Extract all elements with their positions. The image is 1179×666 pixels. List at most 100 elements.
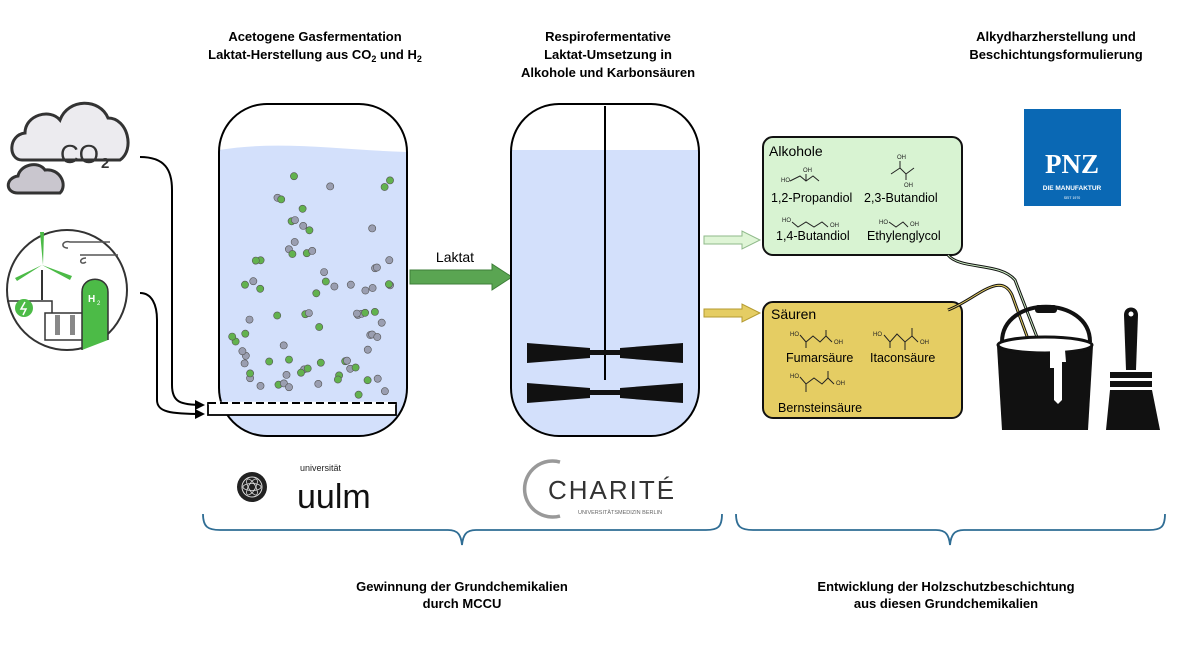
title-line: Laktat-Umsetzung in	[544, 47, 672, 62]
cell-dot	[380, 387, 389, 396]
cell-dots	[228, 172, 394, 399]
cell-dot	[326, 182, 335, 191]
oh-label: OH	[803, 168, 812, 174]
cell-dot	[277, 195, 286, 204]
ho-label: HO	[782, 218, 791, 224]
laktat-label: Laktat	[436, 249, 474, 265]
title-line: Alkydharzherstellung und	[976, 29, 1136, 44]
svg-text:UNIVERSITÄTSMEDIZIN BERLIN: UNIVERSITÄTSMEDIZIN BERLIN	[578, 509, 662, 516]
oh-label: OH	[904, 183, 913, 189]
pnz-logo: PNZ DIE MANUFAKTUR SEIT 1970	[1024, 109, 1121, 206]
h2-feed-line	[139, 292, 205, 419]
cell-dot	[282, 370, 291, 379]
cell-dot	[285, 383, 293, 392]
cell-dot	[314, 379, 323, 388]
cell-dot	[315, 323, 324, 331]
svg-text:SEIT 1970: SEIT 1970	[1064, 196, 1081, 200]
cell-dot	[279, 341, 288, 350]
alcohol-item: 1,4-Butandiol	[776, 229, 850, 243]
cell-dot	[251, 256, 260, 265]
cell-dot	[290, 172, 298, 181]
cell-dot	[380, 183, 389, 191]
co2-feed-line	[139, 156, 205, 410]
left-brace	[202, 513, 723, 546]
svg-text:uulm: uulm	[297, 478, 371, 516]
ho-label: HO	[790, 374, 799, 380]
cell-dot	[290, 238, 299, 246]
cell-dot	[299, 221, 308, 230]
cell-dot	[330, 282, 339, 291]
cell-dot	[228, 332, 237, 341]
cell-dot	[241, 280, 249, 289]
alcohol-item: 2,3-Butandiol	[864, 191, 938, 205]
cell-dot	[385, 256, 394, 265]
cell-dot	[343, 356, 351, 365]
fumarsaeure-structure-icon	[799, 330, 833, 348]
respiro-reactor	[510, 103, 700, 437]
left-summary: Gewinnung der Grundchemikalien	[356, 579, 568, 594]
cell-dot	[312, 289, 321, 298]
h2-subscript: 2	[97, 301, 101, 307]
cell-dot	[361, 286, 370, 295]
cell-dot	[352, 309, 361, 318]
cell-dot	[238, 347, 247, 356]
oh-label: OH	[897, 155, 906, 161]
acid-arrow	[703, 303, 762, 323]
cell-dot	[305, 226, 314, 235]
cell-dot	[303, 364, 312, 373]
title-line: Beschichtungsformulierung	[969, 47, 1142, 62]
cell-dot	[320, 268, 328, 276]
ho-label: HO	[790, 332, 799, 338]
cell-dot	[316, 358, 325, 367]
cell-dot	[291, 216, 299, 224]
acids-title: Säuren	[771, 306, 816, 322]
cell-dot	[346, 280, 355, 289]
co2-subscript: 2	[101, 155, 109, 172]
left-summary: durch MCCU	[423, 596, 502, 611]
gas-fermentation-reactor	[207, 103, 408, 437]
right-summary: aus diesen Grundchemikalien	[854, 596, 1038, 611]
cell-dot	[256, 381, 265, 390]
co2-text: CO	[60, 139, 99, 169]
cell-dot	[285, 355, 293, 364]
paint-bucket-icon	[996, 304, 1094, 430]
cell-dot	[363, 376, 372, 385]
cell-dot	[241, 329, 250, 338]
cell-dot	[288, 250, 297, 258]
oh-label: OH	[834, 340, 843, 346]
title-alkyd: Alkydharzherstellung und Beschichtungsfo…	[969, 29, 1142, 62]
acid-item: Itaconsäure	[870, 351, 935, 365]
cell-dot	[308, 246, 317, 255]
cell-dot	[384, 280, 393, 289]
cell-dot	[321, 277, 330, 286]
title-respiro: Respirofermentative Laktat-Umsetzung in …	[521, 29, 695, 80]
cell-dot	[354, 390, 363, 399]
cell-dot	[373, 374, 382, 383]
oh-label: OH	[910, 222, 919, 228]
cell-dot	[265, 357, 274, 366]
cell-dot	[386, 176, 394, 185]
cell-dot	[245, 315, 254, 324]
acid-item: Bernsteinsäure	[778, 401, 862, 415]
cell-dot	[373, 333, 382, 341]
svg-text:universität: universität	[300, 463, 342, 473]
cell-dot	[249, 277, 258, 286]
cell-dot	[297, 368, 305, 377]
cell-dot	[363, 345, 372, 354]
cell-dot	[246, 369, 254, 378]
co2-cloud-icon: CO 2	[6, 101, 130, 195]
h2-text: H	[88, 294, 95, 305]
cell-dot	[351, 363, 360, 372]
title-gas-fermentation: Acetogene Gasfermentation Laktat-Herstel…	[208, 29, 422, 64]
cell-dot	[240, 359, 249, 368]
title-line: Alkohole und Karbonsäuren	[521, 65, 695, 80]
alcohol-item: 1,2-Propandiol	[771, 191, 852, 205]
propandiol-structure-icon	[789, 174, 820, 182]
cell-dot	[298, 204, 307, 213]
title-line: Acetogene Gasfermentation	[228, 29, 401, 44]
oh-label: OH	[836, 381, 845, 387]
svg-text:DIE MANUFAKTUR: DIE MANUFAKTUR	[1043, 185, 1102, 192]
bernsteinsaeure-structure-icon	[799, 371, 835, 392]
